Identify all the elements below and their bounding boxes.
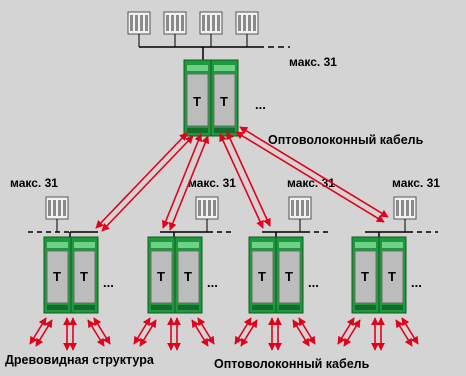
top-device-2 [163,11,187,35]
top-coupler: T T ... [183,59,266,137]
bottom-arrows [29,317,419,351]
node-2-unit-label-2: T [184,269,192,284]
node-2-more-dots: ... [207,275,218,290]
top-device-3 [199,11,223,35]
node-2: T T ... [147,196,232,314]
label-max-node-2: макс. 31 [188,176,236,190]
top-unit-label-1: T [193,94,201,109]
label-max-node-4: макс. 31 [392,176,440,190]
node-1-unit-label-2: T [80,269,88,284]
top-more-dots: ... [255,97,266,112]
node-4-unit-label-2: T [388,269,396,284]
label-fiber-top: Оптоволоконный кабель [268,133,424,147]
node-4-unit-label-1: T [361,269,369,284]
node-4-device [393,196,417,220]
node-1-more-dots: ... [103,275,114,290]
label-fiber-bottom: Оптоволоконный кабель [214,357,370,371]
node-4-more-dots: ... [411,275,422,290]
node-3-device [288,196,312,220]
node-3-more-dots: ... [308,275,319,290]
top-device-1 [127,11,151,35]
node-2-unit-label-1: T [157,269,165,284]
node-3-unit-label-1: T [258,269,266,284]
top-unit-label-2: T [220,94,228,109]
label-tree-structure: Древовидная структура [5,353,155,367]
node-2-device [195,196,219,220]
node-1-unit-label-1: T [53,269,61,284]
node-1: T T ... [28,196,114,314]
node-1-device [45,196,69,220]
node-4: T T ... [351,196,438,314]
fiber-links [95,126,389,232]
label-max-top: макс. 31 [289,55,337,69]
top-device-4 [235,11,259,35]
label-max-node-1: макс. 31 [10,176,58,190]
node-3-unit-label-2: T [285,269,293,284]
node-3: T T ... [248,196,332,314]
top-bus [127,11,290,60]
